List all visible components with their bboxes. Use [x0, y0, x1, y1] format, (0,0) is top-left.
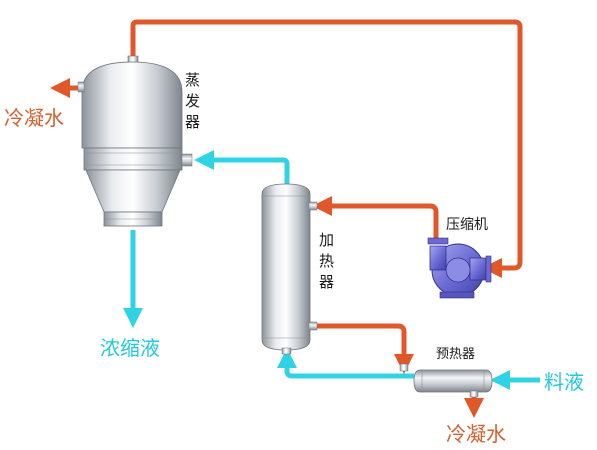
preheater-label: 预热器	[436, 347, 476, 362]
steam-line-top-loop	[130, 19, 523, 278]
liquid-line-preheater-to-heater	[277, 348, 414, 379]
preheater-vessel	[399, 363, 493, 398]
evaporator-vessel	[77, 55, 193, 227]
condensate-label-top: 冷凝水	[4, 106, 64, 130]
heater-vessel	[261, 183, 318, 355]
concentrate-label: 浓缩液	[100, 336, 160, 360]
condensate-label-bottom: 冷凝水	[446, 422, 506, 446]
evaporator-label: 蒸发器	[183, 72, 201, 135]
feed-label: 料液	[544, 370, 584, 394]
condensate-line-heater-to-preheater	[310, 323, 414, 374]
compressor-unit	[427, 237, 492, 299]
heater-label: 加热器	[317, 232, 335, 295]
liquid-line-heater-to-evaporator	[194, 150, 290, 188]
compressor-label: 压缩机	[446, 217, 488, 233]
steam-line-compressor-to-heater	[312, 196, 439, 240]
